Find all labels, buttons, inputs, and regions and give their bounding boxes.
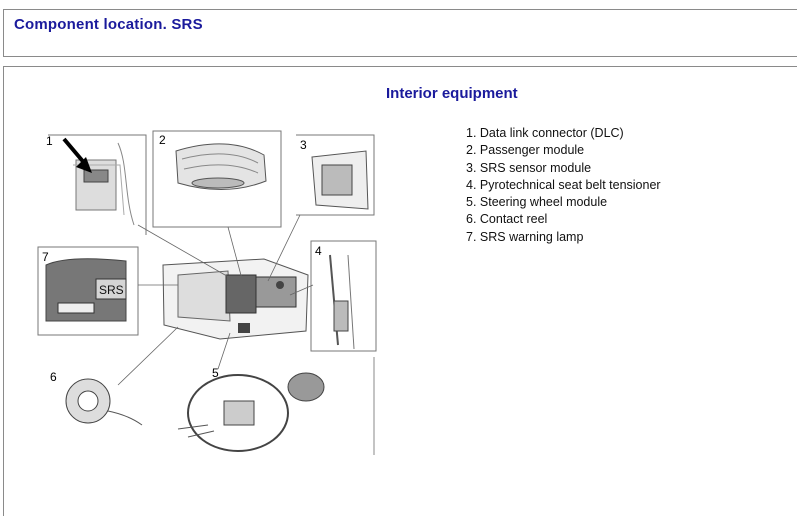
diagram-svg: 1 2 3 [37, 130, 377, 455]
callout-5: 5 [212, 366, 219, 380]
inset-sensor-module: 3 [296, 134, 375, 216]
leader-lines [117, 214, 314, 386]
list-item-number: 7 [466, 229, 473, 244]
list-item-label: Data link connector (DLC) [479, 126, 624, 140]
list-item: 1. Data link connector (DLC) [466, 126, 624, 140]
dashboard-center [162, 258, 309, 340]
list-item-number: 4 [466, 177, 473, 192]
list-item: 5. Steering wheel module [466, 195, 608, 210]
list-item-number: 2 [466, 143, 473, 158]
contact-reel: 6 [50, 370, 143, 426]
inset-warning-lamp: SRS 7 [37, 246, 139, 336]
section-title: Interior equipment [386, 85, 518, 102]
callout-4: 4 [315, 244, 322, 258]
list-item-number: 1 [466, 126, 473, 140]
page-title: Component location. SRS [14, 16, 203, 33]
list-item-label: SRS warning lamp [479, 229, 584, 244]
callout-3: 3 [300, 138, 307, 152]
list-item: 7. SRS warning lamp [466, 229, 584, 244]
callout-2: 2 [159, 133, 166, 147]
inset-passenger-module: 2 [152, 130, 282, 228]
list-item-label: Steering wheel module [479, 195, 608, 210]
header-panel: Component location. SRS [3, 9, 797, 57]
list-item-number: 5 [466, 195, 473, 210]
list-item: 3. SRS sensor module [466, 160, 592, 175]
callout-7: 7 [42, 250, 49, 264]
list-item-label: SRS sensor module [479, 160, 592, 175]
content-panel: Interior equipment 1. Data link connecto… [3, 66, 797, 516]
component-location-diagram: 1 2 3 [28, 125, 378, 455]
list-item: 6. Contact reel [466, 212, 548, 227]
steering-wheel-module: 5 [177, 357, 375, 455]
list-item-label: Contact reel [479, 212, 548, 227]
list-item: 2. Passenger module [466, 143, 585, 158]
list-item: 4. Pyrotechnical seat belt tensioner [466, 177, 661, 192]
list-item-label: Passenger module [479, 143, 585, 158]
inset-seat-belt-tensioner: 4 [310, 240, 377, 352]
component-list: 1. Data link connector (DLC) 2. Passenge… [466, 125, 661, 246]
list-item-number: 3 [466, 160, 473, 175]
callout-6: 6 [50, 370, 57, 384]
callout-1: 1 [46, 134, 53, 148]
inset-dlc: 1 [46, 134, 147, 235]
list-item-label: Pyrotechnical seat belt tensioner [479, 177, 661, 192]
list-item-number: 6 [466, 212, 473, 227]
warning-lamp-label: SRS [99, 283, 124, 297]
